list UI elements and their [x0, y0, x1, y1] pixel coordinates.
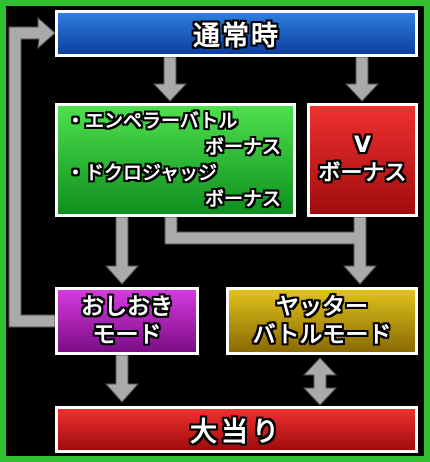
v-bonus-label: ボーナス: [318, 161, 407, 186]
dokuro-judge-label: ・ドクロジャッジ: [66, 162, 218, 184]
yatta-battle-mode-label: バトルモード: [252, 322, 392, 348]
jackpot-label: 大当り: [190, 417, 283, 448]
normal-mode-label: 通常時: [193, 21, 280, 52]
yatta-label: ヤッター: [276, 294, 368, 320]
emperor-dokuro-bonus-box: ・エンペラーバトル ボーナス ・ドクロジャッジ ボーナス: [55, 103, 296, 217]
arrow-emperor-to-oshioki: [104, 216, 140, 285]
jackpot-box: 大当り: [55, 406, 418, 453]
emperor-battle-label: ・エンペラーバトル: [66, 110, 238, 132]
oshioki-mode-box: おしおき モード: [55, 287, 199, 355]
v-label: V: [353, 133, 372, 158]
arrow-normal-to-v: [344, 56, 380, 102]
oshioki-mode-label: モード: [92, 322, 162, 348]
arrow-oshioki-loop-to-normal: [8, 16, 56, 328]
oshioki-label: おしおき: [81, 294, 173, 320]
v-bonus-box: V ボーナス: [307, 103, 418, 217]
arrow-oshioki-to-jackpot: [104, 354, 140, 403]
dokuro-bonus-label: ボーナス: [204, 188, 281, 210]
arrow-emperor-v-to-yatta: [164, 216, 378, 285]
arrow-yatta-jackpot-bidirectional: [302, 357, 338, 406]
emperor-bonus-label: ボーナス: [204, 136, 281, 158]
normal-mode-box: 通常時: [55, 10, 418, 57]
arrow-normal-to-emperor: [152, 56, 188, 102]
yatta-battle-mode-box: ヤッター バトルモード: [226, 287, 418, 355]
